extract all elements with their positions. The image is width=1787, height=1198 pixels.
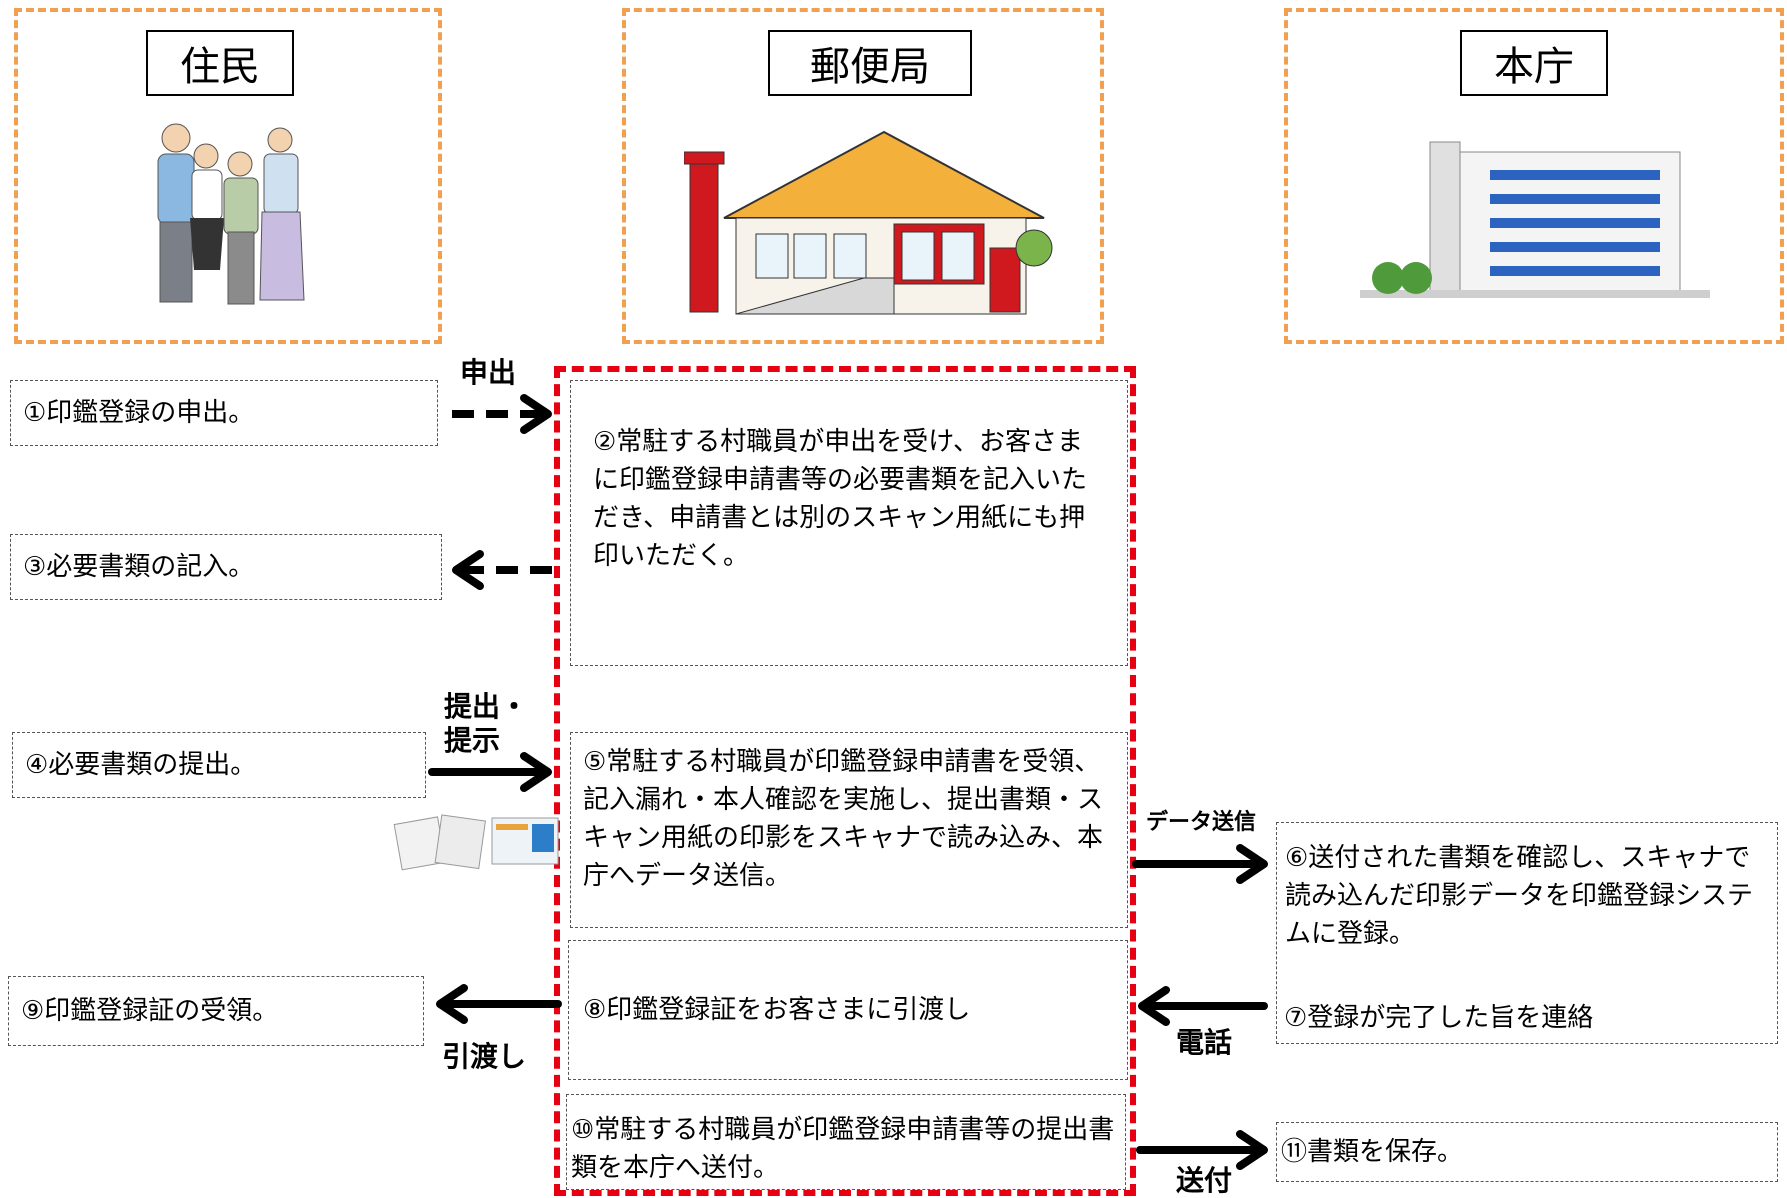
arrow-label-phone: 電話: [1176, 1026, 1233, 1059]
step-8-handover-card: ⑧印鑑登録証をお客さまに引渡し: [568, 940, 1128, 1080]
arrow-label-send: 送付: [1176, 1164, 1233, 1197]
step-5-staff-verifies: ⑤常駐する村職員が印鑑登録申請書を受領、記入漏れ・本人確認を実施し、提出書類・ス…: [570, 732, 1128, 928]
residents-illustration-icon: [157, 123, 305, 305]
step-3-fill-documents: ③必要書類の記入。: [10, 534, 442, 600]
step-4-submit-documents: ④必要書類の提出。: [12, 732, 426, 798]
step-9-receive-card: ⑨印鑑登録証の受領。: [8, 976, 424, 1046]
post-office-column-title: 郵便局: [768, 30, 972, 96]
arrow-label-handover: 引渡し: [442, 1040, 527, 1073]
step-10-send-documents: ⑩常駐する村職員が印鑑登録申請書等の提出書類を本庁へ送付。: [566, 1094, 1126, 1190]
step-2-staff-receives: ②常駐する村職員が申出を受け、お客さまに印鑑登録申請書等の必要書類を記入いただき…: [570, 380, 1128, 666]
arrow-label-submit: 提出・ 提示: [444, 690, 529, 757]
resident-column-title: 住民: [146, 30, 294, 96]
main-office-column-title: 本庁: [1460, 30, 1608, 96]
step-6-register-seal: ⑥送付された書類を確認し、スキャナで読み込んだ印影データを印鑑登録システムに登録…: [1276, 822, 1778, 1044]
office-building-illustration-icon: [1360, 141, 1710, 298]
arrow-label-apply: 申出: [460, 356, 517, 389]
resident-column-box: [14, 8, 442, 344]
step-7-notify-complete: ⑦登録が完了した旨を連絡: [1284, 1003, 1594, 1033]
arrow-label-data-send: データ送信: [1146, 810, 1257, 835]
documents-illustration-icon: [393, 814, 559, 871]
main-office-column-box: [1284, 8, 1784, 344]
post-office-illustration-icon: [684, 130, 1053, 315]
step-11-store-documents: ⑪書類を保存。: [1276, 1122, 1778, 1182]
post-office-column-box: [622, 8, 1104, 344]
post-office-process-frame: [554, 366, 1136, 1196]
step-1-apply: ①印鑑登録の申出。: [10, 380, 438, 446]
